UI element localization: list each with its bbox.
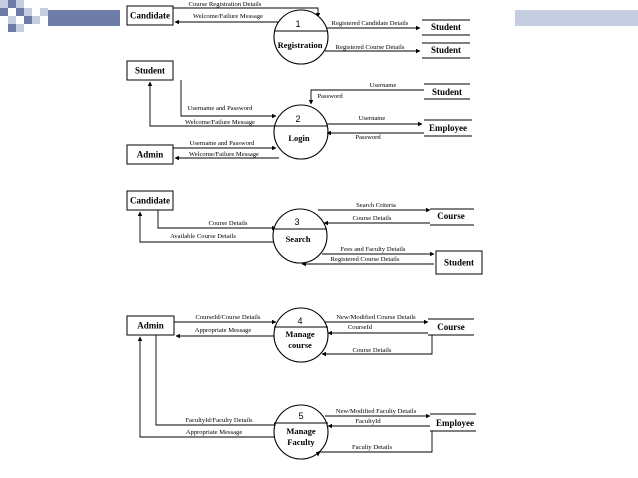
flow-label: Welcome/Failure Message bbox=[185, 119, 255, 126]
slide-decoration-bar-right bbox=[515, 10, 638, 26]
flow-username-password-student bbox=[180, 80, 277, 119]
entity-admin-manage-box bbox=[126, 315, 175, 336]
datastore-employee-login: Employee bbox=[429, 123, 467, 133]
section-search: Candidate Course Details Available Cours… bbox=[126, 190, 483, 275]
flow-label: Welcome/Failure Message bbox=[189, 151, 259, 158]
process-5-name-line1: Manage bbox=[286, 426, 316, 436]
process-4-name-line1: Manage bbox=[285, 329, 315, 339]
deco-square bbox=[8, 24, 16, 32]
deco-square bbox=[16, 0, 24, 8]
flow-label: Search Criteria bbox=[356, 202, 396, 209]
flow-label: Registered Candidate Details bbox=[332, 20, 409, 27]
entity-student-search-label: Student bbox=[444, 258, 474, 268]
flow-label: Faculty Details bbox=[352, 444, 393, 451]
deco-square bbox=[24, 8, 32, 16]
flow-label: Fees and Faculty Details bbox=[340, 246, 405, 253]
deco-square bbox=[0, 0, 8, 8]
datastore-student-2: Student bbox=[431, 45, 461, 55]
flow-label: Appropriate Message bbox=[186, 429, 243, 436]
entity-admin-manage-label: Admin bbox=[137, 321, 164, 331]
flow-label: Available Course Details bbox=[170, 233, 236, 240]
entity-candidate-search-box bbox=[126, 190, 174, 211]
section-registration: Candidate Course Registration Details We… bbox=[126, 1, 470, 65]
process-5-number: 5 bbox=[298, 411, 303, 421]
deco-square bbox=[24, 16, 32, 24]
flow-label: CourseId bbox=[348, 324, 373, 331]
flow-label: Username and Password bbox=[190, 140, 256, 147]
entity-student-search-box bbox=[435, 250, 483, 275]
flow-available-course-details bbox=[137, 211, 276, 243]
flow-label: New/Modified Course Details bbox=[336, 314, 416, 321]
flow-label: Course Details bbox=[352, 347, 391, 354]
process-2-circle bbox=[273, 104, 329, 160]
process-2-name: Login bbox=[288, 133, 310, 143]
process-4-name-line2: course bbox=[288, 340, 312, 350]
datastore-course-manage: Course bbox=[437, 322, 465, 332]
process-5-name-line2: Faculty bbox=[287, 437, 315, 447]
flow-label: Course Details bbox=[352, 215, 391, 222]
process-1-name: Registration bbox=[278, 40, 323, 50]
flow-appropriate-message-faculty bbox=[137, 336, 276, 438]
flow-label: FacultyId bbox=[355, 418, 381, 425]
entity-candidate-label: Candidate bbox=[130, 11, 170, 21]
flow-username-student-store bbox=[308, 89, 424, 105]
entity-admin-label: Admin bbox=[137, 150, 164, 160]
datastore-employee-manage: Employee bbox=[436, 418, 474, 428]
process-2-number: 2 bbox=[295, 114, 300, 124]
process-5-circle bbox=[273, 404, 329, 460]
deco-square bbox=[16, 24, 24, 32]
flow-faculty-details bbox=[315, 431, 433, 457]
datastore-student-login: Student bbox=[432, 87, 462, 97]
deco-square bbox=[16, 8, 24, 16]
flow-label: Course Registration Details bbox=[189, 1, 262, 8]
entity-student-box bbox=[126, 60, 174, 81]
flow-course-details-search bbox=[157, 210, 277, 231]
process-3-number: 3 bbox=[294, 217, 299, 227]
flow-label: Registered Course Details bbox=[331, 256, 400, 263]
slide-decoration-bar-left bbox=[48, 10, 120, 26]
flow-label: FacultyId/Faculty Details bbox=[185, 417, 253, 424]
deco-square bbox=[8, 16, 16, 24]
process-3-circle bbox=[272, 208, 328, 264]
section-login: Student Username and Password Welcome/Fa… bbox=[126, 60, 472, 165]
process-1-circle bbox=[273, 9, 329, 65]
flow-label: Username and Password bbox=[188, 105, 254, 112]
deco-square bbox=[0, 8, 8, 16]
flow-label: Course Details bbox=[208, 220, 247, 227]
flow-course-details-manage bbox=[321, 335, 433, 357]
entity-admin-box bbox=[126, 144, 174, 165]
section-manage: Admin CourseId/Course Details Appropriat… bbox=[126, 307, 476, 460]
entity-student-label: Student bbox=[135, 66, 165, 76]
flow-label: Password bbox=[317, 93, 343, 100]
flow-label: Username bbox=[359, 115, 386, 122]
flow-label: Appropriate Message bbox=[195, 327, 252, 334]
datastore-course-search: Course bbox=[437, 211, 465, 221]
entity-candidate-box bbox=[126, 5, 174, 26]
process-3-name: Search bbox=[286, 234, 311, 244]
flow-course-registration-details bbox=[173, 7, 321, 18]
deco-square bbox=[40, 8, 48, 16]
entity-candidate-search-label: Candidate bbox=[130, 196, 170, 206]
flow-label: Username bbox=[370, 82, 397, 89]
flow-label: Welcome/Failure Message bbox=[193, 13, 263, 20]
flow-welcome-failure-student bbox=[147, 81, 278, 127]
flow-label: CourseId/Course Details bbox=[195, 314, 260, 321]
deco-square bbox=[8, 0, 16, 8]
deco-square bbox=[32, 16, 40, 24]
process-1-number: 1 bbox=[295, 19, 300, 29]
flow-facultyid-faculty-details bbox=[155, 335, 279, 428]
flow-label: Password bbox=[355, 134, 381, 141]
datastore-student-1: Student bbox=[431, 22, 461, 32]
process-4-number: 4 bbox=[297, 316, 302, 326]
flow-label: Registered Course Details bbox=[336, 44, 405, 51]
flow-label: New/Modified Faculty Details bbox=[336, 408, 417, 415]
